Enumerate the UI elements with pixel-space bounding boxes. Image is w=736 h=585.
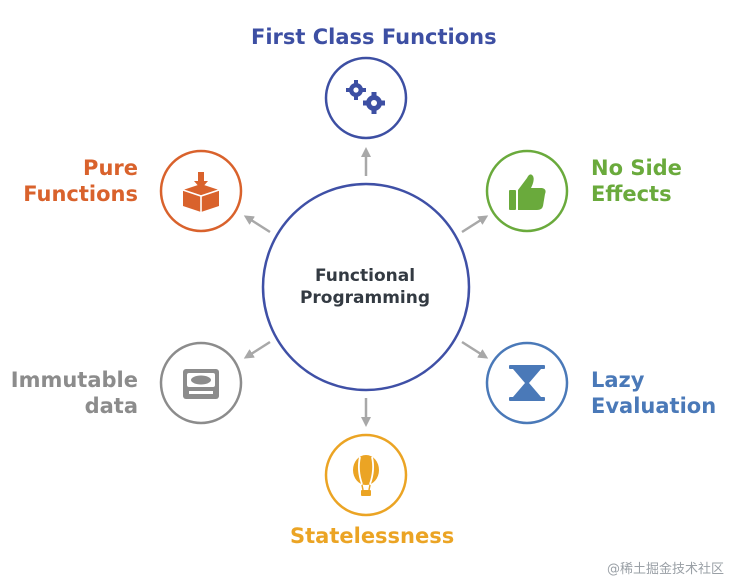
- label-no-side-effects-line2: Effects: [591, 182, 672, 206]
- gears-icon: [346, 80, 385, 114]
- arrow-to-pure-functions: [243, 215, 271, 234]
- node-statelessness: [324, 433, 408, 517]
- label-statelessness-line1: Statelessness: [290, 524, 455, 548]
- arrow-to-no-side-effects: [461, 215, 489, 234]
- label-no-side-effects-line1: No Side: [591, 156, 682, 180]
- node-no-side-effects: [485, 149, 569, 233]
- hourglass-icon: [509, 365, 545, 401]
- label-pure-functions-line1: Pure: [83, 156, 138, 180]
- node-immutable-data: [159, 341, 243, 425]
- arrow-to-immutable-data: [243, 340, 271, 359]
- label-pure-functions-line2: Functions: [23, 182, 138, 206]
- label-immutable-data-line1: Immutable: [10, 368, 138, 392]
- label-pure-functions: Pure Functions: [23, 155, 138, 207]
- label-immutable-data-line2: data: [84, 394, 138, 418]
- node-circle-first-class: [324, 56, 408, 140]
- watermark: @稀土掘金技术社区: [606, 562, 724, 577]
- node-lazy-evaluation: [485, 341, 569, 425]
- label-lazy-evaluation: Lazy Evaluation: [591, 367, 716, 419]
- center-label-line2: Programming: [299, 288, 431, 308]
- box-download-icon: [182, 172, 220, 212]
- label-lazy-evaluation-line1: Lazy: [591, 368, 645, 392]
- label-immutable-data: Immutable data: [11, 367, 138, 419]
- center-circle: [261, 182, 471, 392]
- hot-air-balloon-icon: [353, 455, 379, 496]
- center-label: Functional Programming: [265, 265, 465, 309]
- connector-arrows: [243, 147, 489, 427]
- node-first-class-functions: [324, 56, 408, 140]
- hard-drive-icon: [183, 369, 219, 399]
- label-first-class-functions: First Class Functions: [251, 24, 497, 50]
- node-pure-functions: [159, 149, 243, 233]
- label-no-side-effects: No Side Effects: [591, 155, 682, 207]
- thumbs-up-icon: [509, 174, 546, 210]
- label-statelessness: Statelessness: [290, 523, 454, 549]
- arrow-to-lazy-evaluation: [461, 340, 489, 359]
- label-lazy-evaluation-line2: Evaluation: [591, 394, 717, 418]
- center-label-line1: Functional: [314, 266, 416, 286]
- label-first-class-functions-line1: First Class Functions: [251, 25, 497, 49]
